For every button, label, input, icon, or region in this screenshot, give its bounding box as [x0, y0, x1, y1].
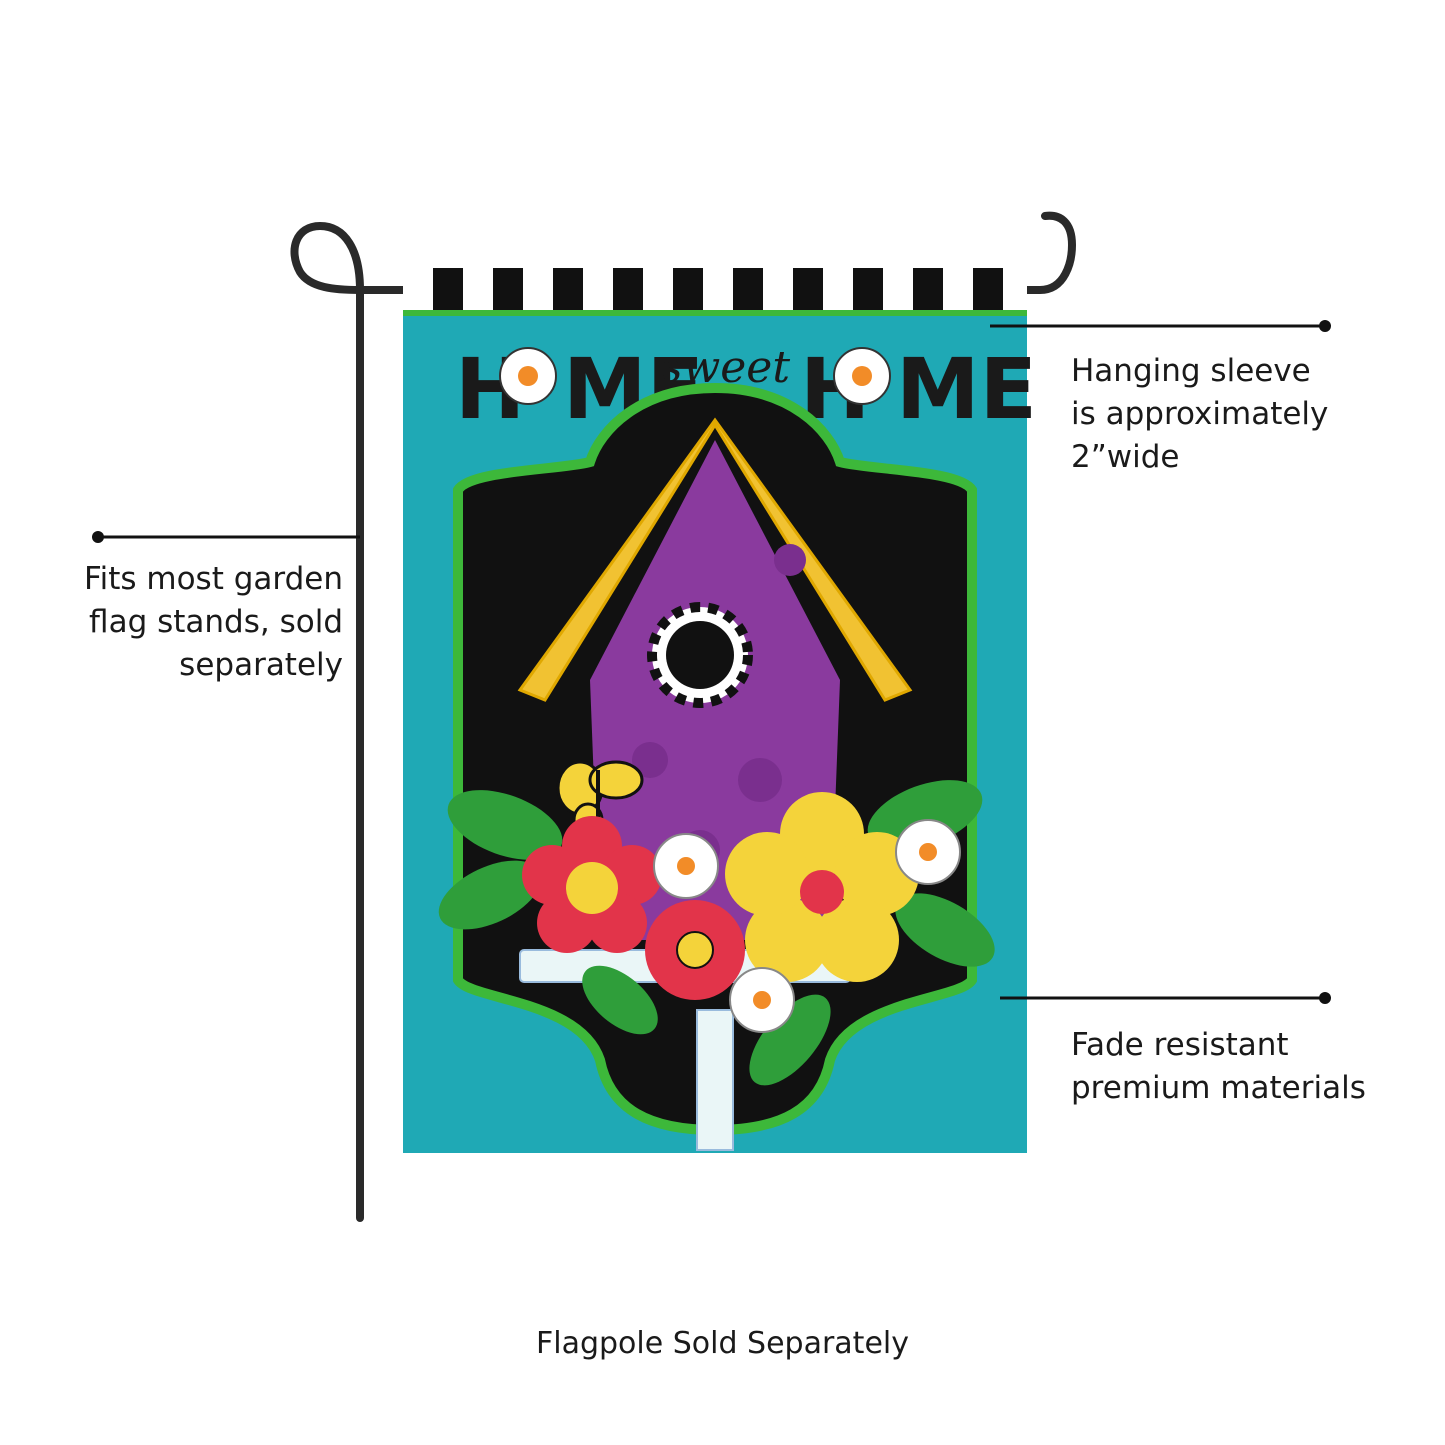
- callout-text: flag stands, sold: [89, 604, 343, 640]
- callout-text: Hanging sleeve: [1071, 353, 1311, 389]
- callout-text: separately: [179, 647, 343, 683]
- callout-hanging-sleeve: Hanging sleeve is approximately 2”wide: [1071, 350, 1328, 479]
- daisy-icon: [833, 347, 891, 405]
- daisy-icon: [729, 967, 795, 1033]
- callout-lines: [92, 320, 1331, 1004]
- callout-text: 2”wide: [1071, 439, 1180, 475]
- flower-icon: [522, 816, 662, 953]
- daisy-icon: [653, 833, 719, 899]
- birdhouse-icon: [517, 417, 913, 1151]
- flagpole-stand: [290, 211, 1077, 1222]
- footer-note: Flagpole Sold Separately: [535, 1326, 909, 1361]
- callout-text: Fits most garden: [84, 561, 343, 597]
- garden-flag: H ME sweet H ME: [403, 268, 1037, 1153]
- callout-fade-resistant: Fade resistant premium materials: [1071, 1024, 1366, 1110]
- callout-text: Fade resistant: [1071, 1027, 1289, 1063]
- callout-text: is approximately: [1071, 396, 1329, 432]
- flower-icon: [645, 900, 745, 1000]
- flag-title: H ME sweet H ME: [455, 340, 1037, 438]
- callout-flag-stands: Fits most garden flag stands, sold separ…: [84, 558, 343, 687]
- daisy-icon: [895, 819, 961, 885]
- callout-text: premium materials: [1071, 1070, 1366, 1106]
- daisy-icon: [499, 347, 557, 405]
- hanging-sleeve: [403, 268, 1027, 316]
- title-me-right: ME: [896, 340, 1037, 438]
